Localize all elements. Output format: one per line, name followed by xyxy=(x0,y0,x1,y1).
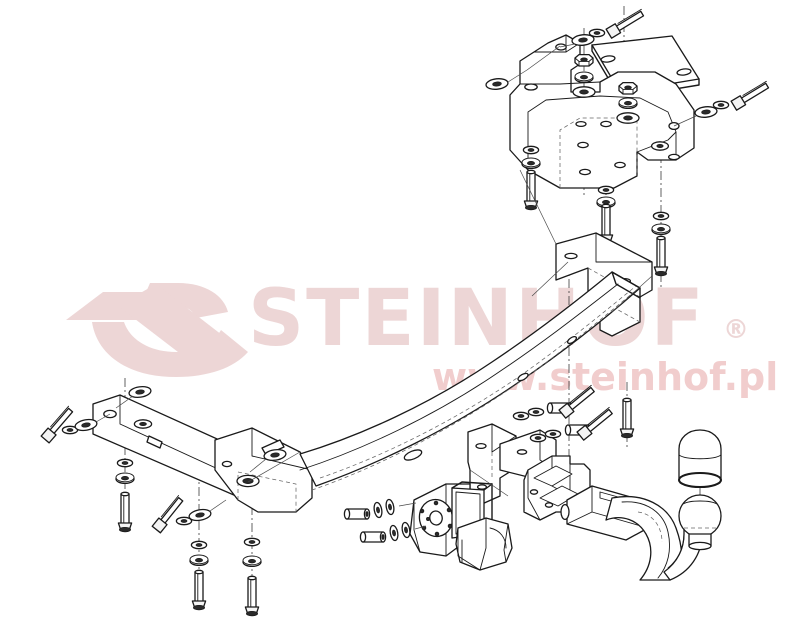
watermark-registered-mark: ® xyxy=(723,315,751,345)
watermark-layer: STEINHOF ® www.steinhof.pl xyxy=(66,274,778,399)
swan-neck-ball-mount xyxy=(560,485,722,581)
electrical-socket-assembly xyxy=(343,481,513,571)
fastener-group-upper-right-bolt xyxy=(673,80,771,127)
tow-ball-protective-cap xyxy=(677,429,723,489)
socket-cover xyxy=(455,517,513,571)
socket-mounting-plate xyxy=(409,481,493,557)
leader-line-layer xyxy=(247,169,653,497)
fastener-group-top-bolt xyxy=(559,8,646,48)
fastener-group-crossbar-left xyxy=(34,384,288,617)
fastener-left-washer-leader xyxy=(484,45,561,91)
main-crossbar xyxy=(92,271,641,513)
steinhof-s-swoosh-logo xyxy=(66,283,248,377)
upper-mounting-bracket xyxy=(509,34,700,189)
fastener-group-socket-screws xyxy=(343,498,427,543)
